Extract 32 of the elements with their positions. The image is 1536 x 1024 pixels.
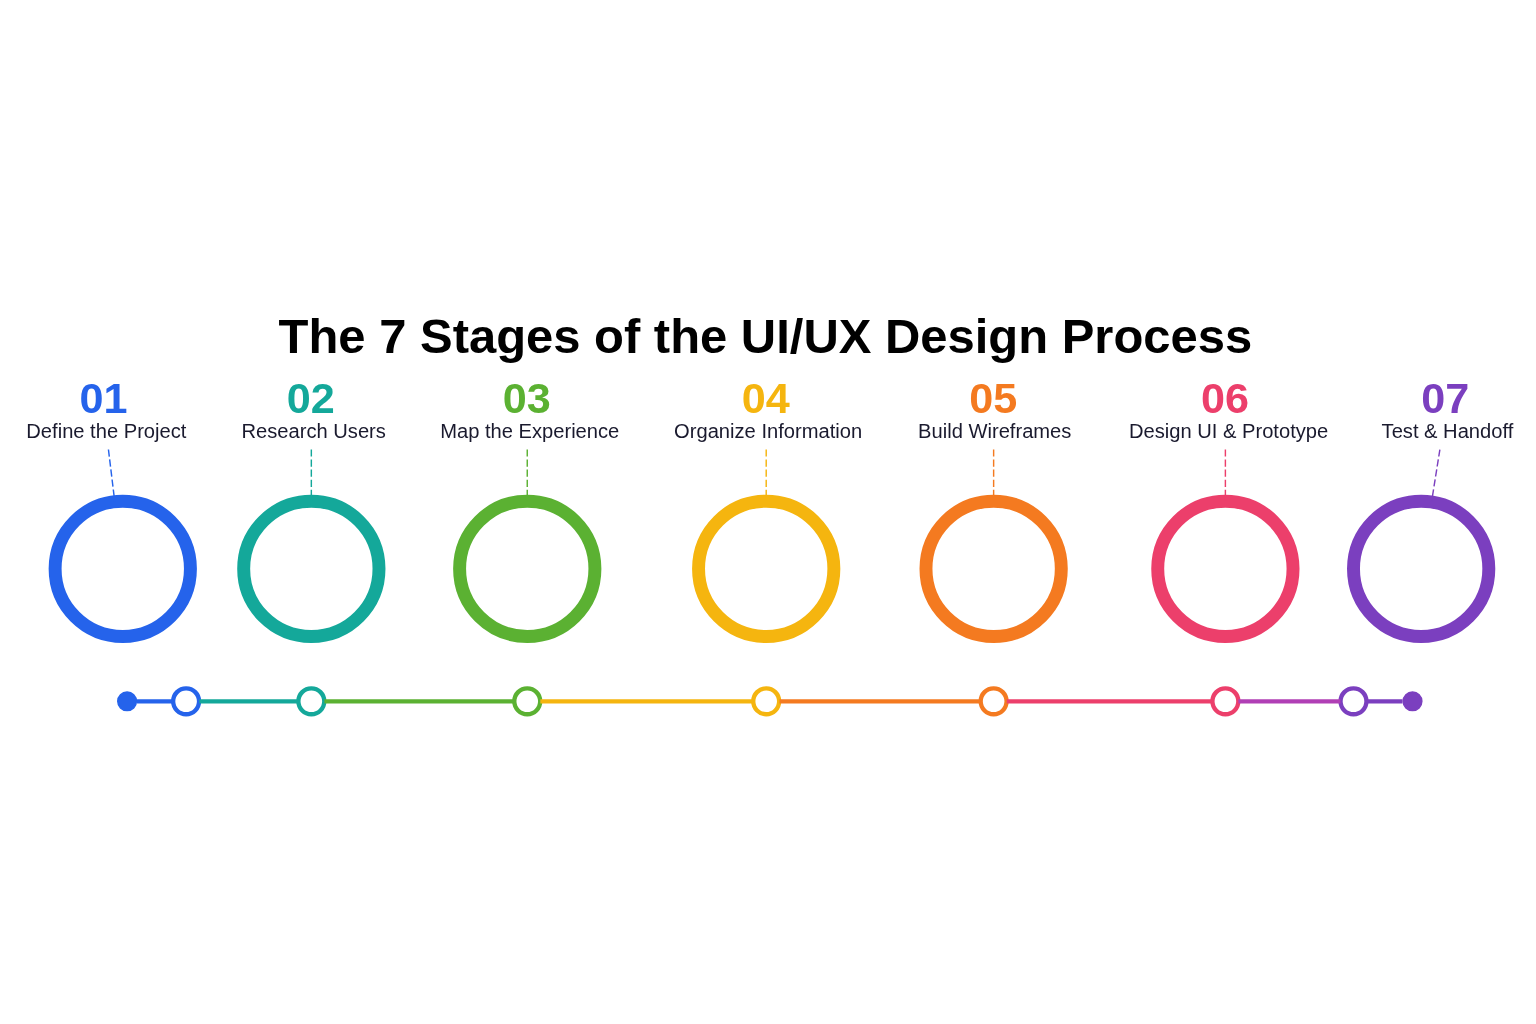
node-circle xyxy=(919,494,1068,643)
node-circle xyxy=(692,494,841,643)
node-text: 02 Research Users xyxy=(241,374,386,443)
node-circle xyxy=(978,686,1009,717)
node-circle xyxy=(48,494,197,643)
node-text: 05 Build Wireframes xyxy=(918,374,1072,443)
node-circle xyxy=(751,686,782,717)
node-circle xyxy=(1347,494,1496,643)
node-text: 03 Map the Experience xyxy=(440,374,620,443)
connector xyxy=(1006,699,1213,704)
node-text: 06 Design UI & Prototype xyxy=(1128,374,1329,443)
node-circle xyxy=(237,494,386,643)
node-circle xyxy=(512,686,543,717)
node-circle xyxy=(117,691,138,712)
node-circle xyxy=(1338,686,1369,717)
node-circle xyxy=(1210,686,1241,717)
node-circle xyxy=(296,686,327,717)
connector xyxy=(1366,699,1403,704)
node-circle xyxy=(453,494,602,643)
connector xyxy=(540,699,753,704)
node-text: 04 Organize Information xyxy=(674,374,863,443)
connector xyxy=(1238,699,1341,704)
node-text: 07 Test & Handoff xyxy=(1381,374,1514,443)
node-circle xyxy=(1151,494,1300,643)
diagram-title: The 7 Stages of the UI/UX Design Process xyxy=(278,309,1253,364)
connector xyxy=(136,699,173,704)
node-circle xyxy=(1402,691,1423,712)
node-circle xyxy=(171,686,202,717)
node-text: 01 Define the Project xyxy=(26,374,187,443)
connector xyxy=(779,699,981,704)
connector xyxy=(199,699,299,704)
connector xyxy=(324,699,515,704)
